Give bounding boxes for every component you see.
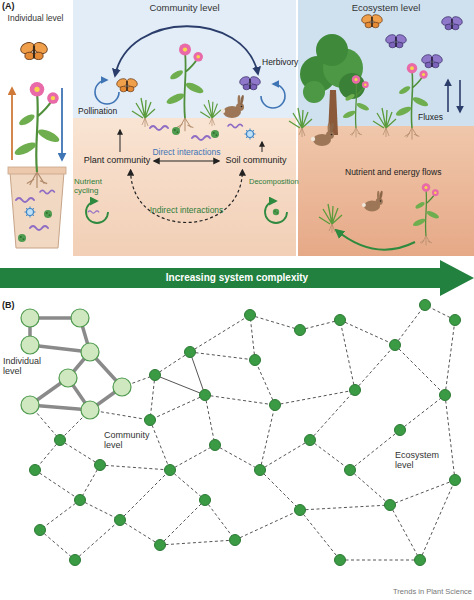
community-label: Plant community (83, 154, 151, 168)
level-panel: Individual level (0, 0, 71, 256)
process-label: Nutrient and energy flows (345, 168, 470, 178)
network-nodes (335, 315, 346, 326)
network-nodes (350, 385, 361, 396)
arrow-shape (0, 260, 474, 296)
process-label: Fluxes (418, 113, 452, 123)
node-text: Ecosystem level (298, 3, 474, 14)
network-nodes (230, 535, 241, 546)
level-panel: Ecosystem level (298, 0, 474, 256)
level-panel: Community levelPlant community Soil commu… (73, 0, 296, 256)
node-text: Community level (73, 3, 296, 14)
level-label: Community level (104, 430, 156, 451)
watermark: Trends in Plant Science (352, 588, 472, 597)
network-nodes (21, 396, 39, 414)
network-links (30, 305, 455, 560)
complexity-arrow: Increasing system complexity (0, 260, 474, 296)
network-nodes (70, 555, 81, 566)
network-nodes (440, 390, 451, 401)
network-nodes (295, 325, 306, 336)
network-nodes (250, 355, 261, 366)
network-nodes (255, 465, 266, 476)
network-nodes (30, 300, 461, 566)
process-label: Herbivory (262, 58, 302, 68)
panel-letter: (A) (2, 1, 26, 11)
network-nodes (295, 505, 306, 516)
network-nodes (185, 347, 196, 358)
network-nodes (55, 435, 66, 446)
network-nodes (390, 340, 401, 351)
network-nodes (450, 315, 461, 326)
network-nodes (245, 310, 256, 321)
network-nodes (200, 390, 211, 401)
network-nodes (385, 500, 396, 511)
network-nodes (450, 475, 461, 486)
network-nodes (335, 555, 346, 566)
network-nodes (30, 465, 41, 476)
level-label: Ecosystem level (395, 450, 449, 471)
network-nodes (35, 525, 46, 536)
edge-label: Indirect interactions (150, 206, 224, 216)
network-nodes (395, 425, 406, 436)
network-nodes (420, 300, 431, 311)
network-nodes (155, 540, 166, 551)
process-label: Pollination (78, 107, 130, 117)
process-label: Nutrient cycling (74, 177, 122, 195)
network-nodes (145, 415, 156, 426)
node-text: Soil community (222, 155, 290, 165)
network-nodes (200, 495, 211, 506)
network-nodes (305, 435, 316, 446)
network-nodes (415, 555, 426, 566)
edge-label: Direct interactions (152, 148, 220, 158)
network-nodes (71, 309, 89, 327)
network-nodes (59, 369, 77, 387)
network-links (155, 352, 205, 395)
network-nodes (210, 440, 221, 451)
network-nodes (115, 515, 126, 526)
network-links (30, 305, 455, 560)
network-links (30, 318, 122, 410)
community-label: Soil community (222, 154, 290, 168)
network-nodes (113, 378, 131, 396)
node-text: Individual level (0, 14, 71, 24)
process-label: Decomposition (249, 178, 303, 187)
network-nodes (81, 343, 99, 361)
network-nodes (21, 336, 39, 354)
network-nodes (270, 400, 281, 411)
panel-letter: (B) (2, 300, 26, 310)
level-label: Individual level (3, 356, 51, 377)
network-nodes (345, 465, 356, 476)
network-nodes (21, 309, 39, 327)
network-nodes (150, 370, 161, 381)
network-nodes (75, 495, 86, 506)
network-nodes (95, 460, 106, 471)
network-nodes (81, 401, 99, 419)
network-nodes (165, 465, 176, 476)
node-text: Increasing system complexity (0, 272, 474, 284)
node-text: Plant community (83, 155, 151, 165)
